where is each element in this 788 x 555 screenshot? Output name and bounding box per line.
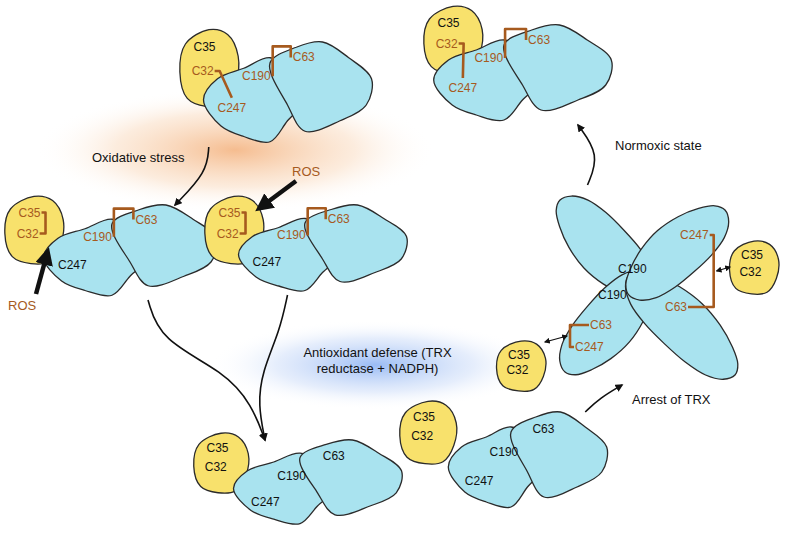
protein-lobe [504,25,613,111]
cysteine-label: C35 [207,441,229,455]
protein-outline [230,440,405,528]
cysteine-label: C247 [218,101,247,115]
txnip-dimer: C190 C63C247 [235,205,410,295]
cysteine-label: C35 [741,248,763,262]
disulfide-bond [505,29,526,58]
cysteine-label: C190 [242,69,271,83]
protein-lobe [400,401,457,464]
cysteine-label: C35 [194,40,216,54]
disulfide-bond [570,325,589,347]
cysteine-label: C63 [665,300,687,314]
ros-label: ROS [8,298,36,314]
cysteine-label: C247 [680,228,709,242]
protein-outline [40,205,220,300]
cysteine-label: C190 [277,228,306,242]
transition-arrow [578,125,595,185]
protein-lobe [511,412,608,498]
protein-lobe [300,440,403,516]
cysteine-label: C35 [219,206,241,220]
thioredoxin-blob: C35C32 [728,240,780,295]
oxidative-glow [35,88,435,212]
protein-lobe [497,341,546,392]
protein-lobe [730,241,779,294]
cysteine-label: C32 [17,227,39,241]
protein-outline [200,42,375,147]
cysteine-label: C35 [19,206,41,220]
cysteine-label: C190 [83,230,112,244]
cysteine-label: C247 [449,81,478,95]
cysteine-label: C32 [411,429,433,443]
step-label: Normoxic state [615,138,702,154]
ros-attack-arrow [36,254,47,294]
disulfide-bond [215,71,232,98]
transition-arrow [260,295,288,440]
cysteine-label: C190 [618,262,647,276]
step-label: Antioxidant defense (TRX reductase + NAD… [290,345,465,377]
disulfide-bond [40,213,46,234]
cysteine-label: C63 [528,33,550,47]
cysteine-label: C247 [465,474,494,488]
disulfide-bond [459,44,464,79]
cysteine-label: C32 [217,227,239,241]
cysteine-label: C190 [490,445,519,459]
cysteine-label: C35 [413,410,435,424]
cysteine-label: C32 [739,265,761,279]
protein-lobe [112,205,218,287]
transition-arrow [148,300,265,440]
disulfide-bond [308,208,326,235]
cysteine-label: C190 [277,469,306,483]
ros-label: ROS [292,164,320,180]
cysteine-label: C32 [436,37,458,51]
txnip-dimer: C63C190C247 [230,440,405,528]
step-label: Arrest of TRX [632,392,711,408]
cysteine-label: C63 [293,50,315,64]
cysteine-label: C247 [253,255,282,269]
protein-outline [235,205,410,295]
transition-arrow [585,385,622,412]
cysteine-label: C32 [192,64,214,78]
txnip-dimer: C190 C63C247 [430,25,615,125]
cysteine-label: C63 [328,212,350,226]
cysteine-label: C247 [58,258,87,272]
cysteine-label: C63 [590,318,612,332]
disulfide-bond [688,235,714,307]
cysteine-label: C247 [251,495,280,509]
disulfide-bond [114,209,134,237]
cysteine-label: C190 [598,288,627,302]
disulfide-bond [240,213,246,234]
step-label: Oxidative stress [92,150,184,166]
txnip-dimer: C190 C63C247 [40,205,220,300]
cysteine-label: C63 [135,213,157,227]
protein-outline [530,185,760,385]
exchange-arrow [545,336,567,342]
cysteine-label: C32 [205,460,227,474]
protein-lobe [270,42,373,132]
thioredoxin-blob: C35C32 [495,340,547,392]
protein-outline [430,25,615,125]
ros-attack-arrow [261,181,296,207]
cysteine-label: C35 [438,16,460,30]
thioredoxin-blob: C35C32 [398,400,458,465]
protein-lobe [305,205,408,283]
cysteine-label: C32 [506,363,528,377]
disulfide-bond [273,46,291,76]
cysteine-label: C35 [508,348,530,362]
txnip-dimer: C63C190C247 [445,412,610,512]
cysteine-label: C247 [575,340,604,354]
cysteine-label: C190 [474,51,503,65]
txnip-dimer: C190 C63C247 [200,42,375,147]
txnip-tetramer: C247C190C190C63C63C247 [530,185,760,385]
exchange-arrow [717,267,730,271]
cysteine-label: C63 [532,422,554,436]
cysteine-label: C63 [323,449,345,463]
protein-outline [445,412,610,512]
